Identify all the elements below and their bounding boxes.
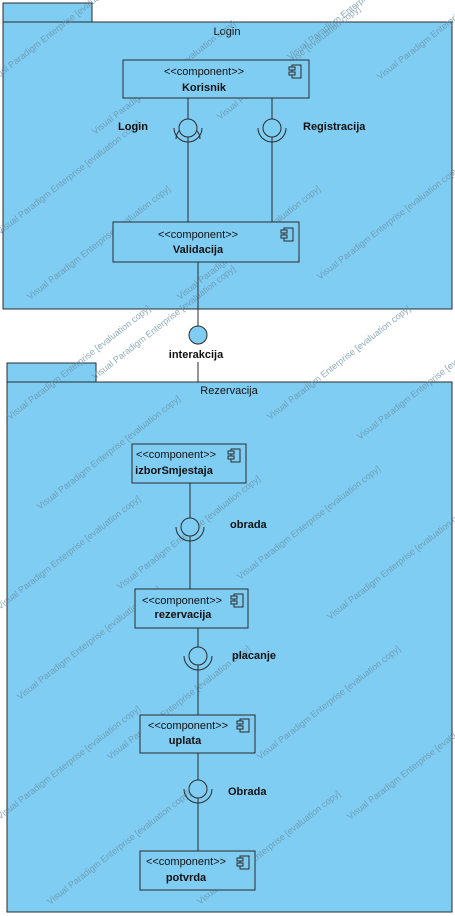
component-icon (227, 448, 241, 463)
component-stereotype: <<component>> (164, 66, 244, 78)
interface-label-obrada-2: Obrada (228, 786, 267, 798)
ball-icon (188, 646, 208, 666)
socket-icon (173, 127, 203, 143)
component-box (122, 59, 310, 99)
interface-registracija[interactable]: Registracija (257, 118, 366, 143)
interface-placanje[interactable]: placanje (183, 646, 276, 671)
component-uplata[interactable]: <<component>> uplata (139, 714, 256, 754)
component-name: rezervacija (155, 609, 213, 621)
interface-label-placanje: placanje (232, 650, 276, 662)
component-validacija[interactable]: <<component>> Validacija (112, 221, 300, 263)
component-stereotype: <<component>> (158, 229, 238, 241)
ball-icon (178, 118, 198, 138)
socket-icon (257, 127, 287, 143)
component-box (131, 443, 247, 484)
component-name: potvrda (166, 872, 207, 884)
connectors (187, 98, 273, 851)
component-rezervacija[interactable]: <<component>> rezervacija (134, 588, 249, 629)
component-box (112, 221, 300, 263)
package-login-name: Login (214, 26, 241, 38)
interface-label-login: Login (118, 121, 148, 133)
ball-icon (262, 118, 282, 138)
component-icon (280, 227, 294, 242)
component-icon (236, 718, 250, 733)
component-stereotype: <<component>> (142, 595, 222, 607)
component-name: izborSmjestaja (135, 465, 214, 477)
interface-label-obrada: obrada (230, 519, 268, 531)
component-name: uplata (169, 735, 202, 747)
socket-icon (183, 655, 213, 671)
interface-obrada[interactable]: obrada (175, 517, 268, 542)
socket-icon (183, 788, 213, 804)
interface-login[interactable]: Login (118, 118, 203, 143)
component-box (139, 714, 256, 754)
component-name: Validacija (173, 244, 224, 256)
socket-icon (175, 526, 205, 542)
component-korisnik[interactable]: <<component>> Korisnik (122, 59, 310, 99)
ball-icon (180, 517, 200, 537)
component-box (134, 588, 249, 629)
component-potvrda[interactable]: <<component>> potvrda (139, 850, 256, 891)
component-izborsmjestaja[interactable]: <<component>> izborSmjestaja (131, 443, 247, 484)
interface-interakcija[interactable]: interakcija (169, 325, 224, 361)
interface-label-interakcija: interakcija (169, 349, 224, 361)
component-stereotype: <<component>> (146, 856, 226, 868)
interface-obrada-2[interactable]: Obrada (183, 779, 267, 804)
ball-icon (188, 779, 208, 799)
package-rezervacija-name: Rezervacija (200, 385, 258, 397)
ball-icon (188, 325, 208, 345)
interface-label-registracija: Registracija (303, 121, 366, 133)
component-stereotype: <<component>> (148, 720, 228, 732)
component-name: Korisnik (182, 82, 227, 94)
component-icon (230, 593, 244, 608)
component-icon (288, 64, 302, 79)
component-stereotype: <<component>> (136, 449, 216, 461)
component-box (139, 850, 256, 891)
component-icon (236, 855, 250, 870)
